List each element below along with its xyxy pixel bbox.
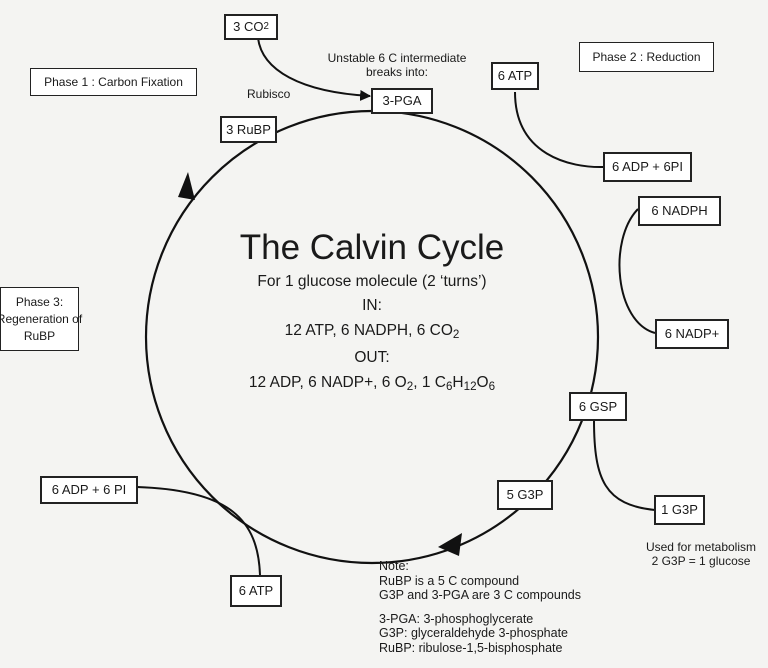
phase-3-line-2: Regeneration of [0, 311, 83, 326]
g3p-out-curve [593, 419, 656, 511]
out-part-2: , 1 C [413, 374, 446, 391]
unstable-line-1: Unstable 6 C intermediate [327, 51, 467, 65]
note-line-4: G3P: glyceraldehyde 3-phosphate [379, 626, 569, 640]
ring-arrow-left [178, 172, 195, 200]
note-line-2: G3P and 3-PGA are 3 C compounds [379, 588, 581, 602]
note-heading: Note: [379, 559, 409, 573]
co2-arrow [257, 37, 372, 101]
phase-1-label: Phase 1 : Carbon Fixation [30, 68, 197, 96]
gsp-box: 6 GSP [569, 392, 627, 421]
regen-curve [136, 486, 261, 576]
co2-text: 3 CO [233, 19, 264, 34]
in-value-text: 12 ATP, 6 NADPH, 6 CO [284, 322, 453, 339]
in-value: 12 ATP, 6 NADPH, 6 CO2 [222, 322, 522, 340]
out-part-1: 12 ADP, 6 NADP+, 6 O [248, 374, 407, 391]
metabolism-label: Used for metabolism 2 G3P = 1 glucose [634, 540, 768, 568]
phase-3-line-1: Phase 3: [15, 294, 64, 309]
out-sub-2: 6 [445, 379, 453, 393]
diagram-subtitle: For 1 glucose molecule (2 ‘turns’) [257, 273, 487, 290]
rubisco-label: Rubisco [247, 87, 291, 101]
metabolism-line-2: 2 G3P = 1 glucose [651, 554, 751, 568]
rubp-box: 3 RuBP [220, 116, 277, 143]
nadph-curve [618, 208, 656, 334]
adp-left-box: 6 ADP + 6 PI [40, 476, 138, 504]
in-label: IN: [362, 297, 382, 314]
out-value: 12 ADP, 6 NADP+, 6 O2, 1 C6H12O6 [212, 374, 532, 392]
note-line-5: RuBP: ribulose-1,5-bisphosphate [379, 640, 563, 655]
g3p-one-box: 1 G3P [654, 495, 705, 525]
out-label: OUT: [354, 349, 390, 366]
nadp-box: 6 NADP+ [655, 319, 729, 349]
out-sub-1: 2 [406, 379, 414, 393]
diagram-title: The Calvin Cycle [239, 228, 505, 267]
note-line-1: RuBP is a 5 C compound [379, 573, 520, 588]
metabolism-line-1: Used for metabolism [645, 540, 757, 554]
adp-top-box: 6 ADP + 6PI [603, 152, 692, 182]
phase-3-label: Phase 3: Regeneration of RuBP [0, 287, 83, 351]
atp-bottom-box: 6 ATP [230, 575, 282, 607]
out-sub-3: 12 [463, 379, 477, 393]
atp-adp-curve [514, 91, 605, 169]
out-part-3: H [452, 374, 464, 391]
note-block: Note: RuBP is a 5 C compound G3P and 3-P… [379, 559, 581, 655]
g3p-five-box: 5 G3P [497, 480, 553, 510]
in-value-subscript: 2 [452, 327, 460, 341]
ring-arrow-bottom [438, 533, 462, 556]
phase-3-line-3: RuBP [23, 328, 56, 343]
out-sub-4: 6 [488, 379, 496, 393]
unstable-line-2: breaks into: [365, 65, 429, 79]
atp-top-box: 6 ATP [491, 62, 539, 90]
nadph-box: 6 NADPH [638, 196, 721, 226]
phase-2-label: Phase 2 : Reduction [579, 42, 714, 72]
note-line-3: 3-PGA: 3-phosphoglycerate [379, 611, 534, 626]
unstable-intermediate-label: Unstable 6 C intermediate breaks into: [317, 51, 477, 79]
out-part-4: O [476, 374, 489, 391]
pga-box: 3-PGA [371, 88, 433, 114]
